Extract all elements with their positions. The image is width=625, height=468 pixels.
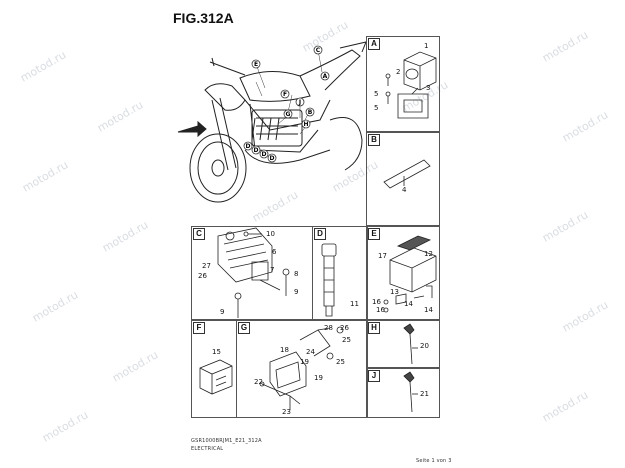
panel-a-art <box>385 51 437 119</box>
part-number: 25 <box>342 336 351 344</box>
panel-g <box>236 320 368 418</box>
part-number: 16 <box>372 298 381 306</box>
part-number: 1 <box>424 42 429 50</box>
part-number: 20 <box>420 342 429 350</box>
figure-title: FIG.312A <box>173 10 234 26</box>
part-number: 19 <box>300 358 309 366</box>
svg-text:A: A <box>323 73 328 80</box>
part-number: 24 <box>306 348 315 356</box>
part-number: 5 <box>374 104 379 112</box>
svg-text:E: E <box>254 61 258 68</box>
svg-text:D: D <box>246 143 251 150</box>
svg-text:H: H <box>303 121 308 128</box>
footer-caption: ELECTRICAL <box>191 446 224 452</box>
panel-e <box>366 226 440 320</box>
panel-a <box>366 36 440 132</box>
part-number: 17 <box>378 252 387 260</box>
part-number: 12 <box>424 250 433 258</box>
part-number: 5 <box>374 90 379 98</box>
panel-f <box>191 320 237 418</box>
panel-label-f: F <box>193 322 205 334</box>
part-number: 7 <box>270 266 275 274</box>
svg-text:F: F <box>283 91 287 98</box>
panel-label-j: J <box>368 370 380 382</box>
footer-code: GSR1000BRJM1_E21_312A <box>191 438 262 444</box>
part-number: 9 <box>220 308 225 316</box>
panel-label-e: E <box>368 228 380 240</box>
svg-text:G: G <box>286 111 291 118</box>
part-number: 22 <box>254 378 263 386</box>
svg-text:C: C <box>316 47 321 54</box>
part-number: 9 <box>294 288 299 296</box>
panel-f-art <box>199 359 233 395</box>
part-number: 11 <box>350 300 359 308</box>
overview-callouts: E C F J G H B A D D D D <box>243 45 330 163</box>
part-number: 25 <box>336 358 345 366</box>
part-number: 19 <box>314 374 323 382</box>
motorcycle-drawing <box>177 41 367 203</box>
part-number: 23 <box>282 408 291 416</box>
part-number: 14 <box>404 300 413 308</box>
panel-label-g: G <box>238 322 250 334</box>
part-number: 28 <box>324 324 333 332</box>
panel-label-d: D <box>314 228 326 240</box>
page-indicator: Seite 1 von 3 <box>416 458 452 464</box>
panel-c-art <box>217 227 290 318</box>
panel-b-art <box>383 159 431 189</box>
svg-text:D: D <box>270 155 275 162</box>
part-number: 18 <box>280 346 289 354</box>
part-number: 14 <box>424 306 433 314</box>
svg-text:B: B <box>308 109 313 116</box>
panel-j <box>366 368 440 418</box>
part-number: 8 <box>294 270 299 278</box>
panel-e-art <box>383 235 437 313</box>
part-number: 15 <box>212 348 221 356</box>
part-number: 27 <box>202 262 211 270</box>
svg-text:D: D <box>262 151 267 158</box>
part-number: 4 <box>402 186 407 194</box>
part-number: 10 <box>266 230 275 238</box>
panel-label-b: B <box>368 134 380 146</box>
part-number: 13 <box>390 288 399 296</box>
part-number: 16 <box>376 306 385 314</box>
panel-j-art <box>403 371 418 413</box>
part-number: 21 <box>420 390 429 398</box>
panel-label-h: H <box>368 322 380 334</box>
panel-d-art <box>321 243 337 317</box>
part-number: 6 <box>272 248 277 256</box>
part-number: 26 <box>340 324 349 332</box>
panel-h <box>366 320 440 368</box>
part-number: 3 <box>426 84 431 92</box>
part-number: 26 <box>198 272 207 280</box>
svg-text:J: J <box>298 99 301 106</box>
svg-text:D: D <box>254 147 259 154</box>
panel-g-art <box>259 326 344 410</box>
panel-h-art <box>403 323 418 365</box>
panel-label-c: C <box>193 228 205 240</box>
part-number: 2 <box>396 68 401 76</box>
panel-label-a: A <box>368 38 380 50</box>
panel-b <box>366 132 440 226</box>
panel-d <box>312 226 368 320</box>
